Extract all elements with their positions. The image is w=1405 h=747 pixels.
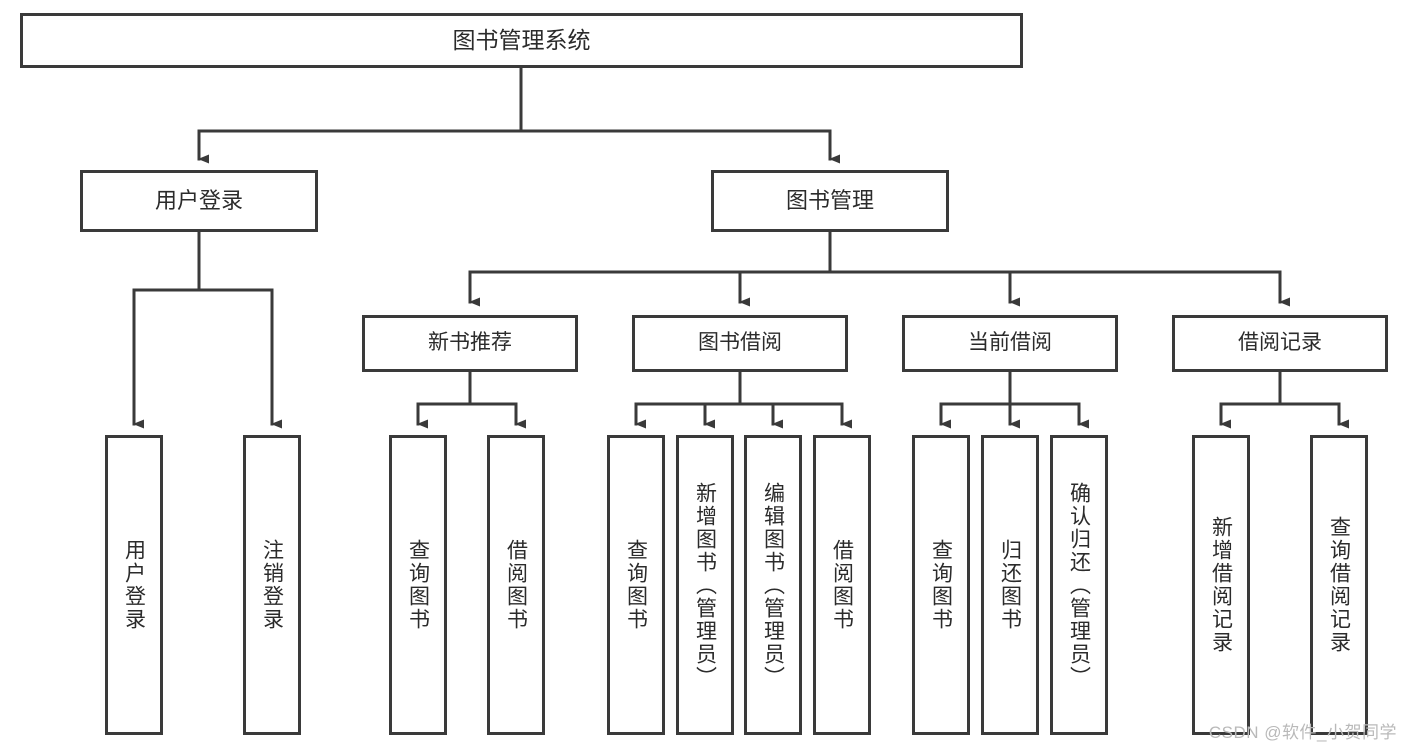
node-label: 归还图书 [998,539,1022,631]
node-book-management[interactable]: 图书管理 [711,170,949,232]
node-current-borrow[interactable]: 当前借阅 [902,315,1118,372]
node-label: 用户登录 [154,188,243,214]
node-label: 图书管理系统 [452,27,591,54]
node-label: 新增图书（管理员） [693,481,717,689]
node-label: 查询借阅记录 [1327,516,1351,654]
leaf-new-book-query-book[interactable]: 查询图书 [389,435,447,735]
leaf-book-borrow-edit-book-admin[interactable]: 编辑图书（管理员） [744,435,802,735]
node-label: 新增借阅记录 [1209,516,1233,654]
leaf-user-login-logout[interactable]: 注销登录 [243,435,301,735]
leaf-borrow-record-add-record[interactable]: 新增借阅记录 [1192,435,1250,735]
leaf-book-borrow-borrow-book[interactable]: 借阅图书 [813,435,871,735]
node-label: 借阅图书 [504,539,528,631]
leaf-book-borrow-query-book[interactable]: 查询图书 [607,435,665,735]
node-borrow-record[interactable]: 借阅记录 [1172,315,1388,372]
leaf-current-borrow-query-book[interactable]: 查询图书 [912,435,970,735]
node-label: 查询图书 [406,539,430,631]
node-label: 借阅图书 [830,539,854,631]
node-label: 查询图书 [929,539,953,631]
leaf-new-book-borrow-book[interactable]: 借阅图书 [487,435,545,735]
leaf-user-login-login[interactable]: 用户登录 [105,435,163,735]
node-label: 图书借阅 [698,331,782,355]
node-label: 编辑图书（管理员） [761,481,785,689]
node-label: 新书推荐 [428,331,512,355]
node-label: 图书管理 [785,188,874,214]
node-user-login[interactable]: 用户登录 [80,170,318,232]
leaf-borrow-record-query-record[interactable]: 查询借阅记录 [1310,435,1368,735]
node-label: 借阅记录 [1238,331,1322,355]
node-label: 确认归还（管理员） [1067,481,1091,689]
node-label: 用户登录 [122,539,146,631]
leaf-current-borrow-confirm-return-admin[interactable]: 确认归还（管理员） [1050,435,1108,735]
leaf-current-borrow-return-book[interactable]: 归还图书 [981,435,1039,735]
node-label: 注销登录 [260,539,284,631]
node-book-borrow[interactable]: 图书借阅 [632,315,848,372]
node-root-book-management-system[interactable]: 图书管理系统 [20,13,1023,68]
leaf-book-borrow-add-book-admin[interactable]: 新增图书（管理员） [676,435,734,735]
node-label: 当前借阅 [968,331,1052,355]
node-new-book-recommend[interactable]: 新书推荐 [362,315,578,372]
node-label: 查询图书 [624,539,648,631]
